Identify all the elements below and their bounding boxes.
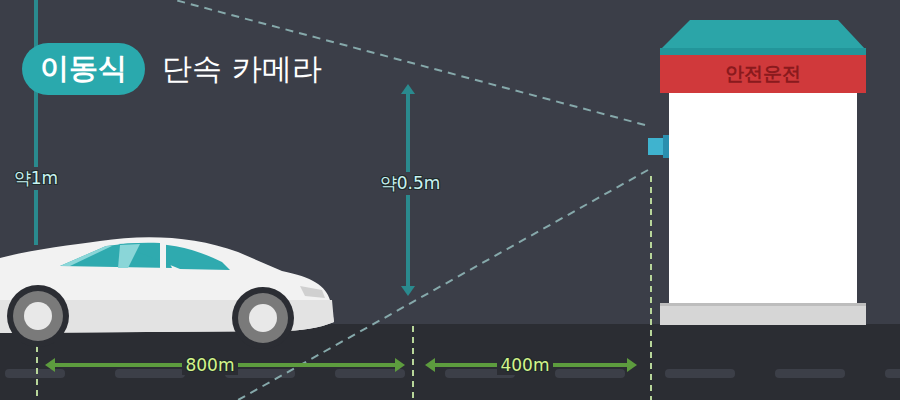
height-line [34,0,38,245]
node-text: 안전운전 [725,61,801,87]
dimension-label: 약1m [11,167,61,190]
road [0,324,900,400]
node-text: 이동식 [40,49,127,89]
camera [648,138,664,155]
lane-marks [5,369,900,378]
dimension-label: 약0.5m [377,172,444,195]
distance-label: 400m [497,355,552,375]
warning-band: 안전운전 [660,55,866,93]
title: 단속 카메라 [162,49,322,90]
camera-housing [660,20,866,325]
distance-label: 800m [182,355,237,375]
car [0,237,334,349]
camera [663,135,669,158]
title-pill: 이동식 [22,43,145,95]
